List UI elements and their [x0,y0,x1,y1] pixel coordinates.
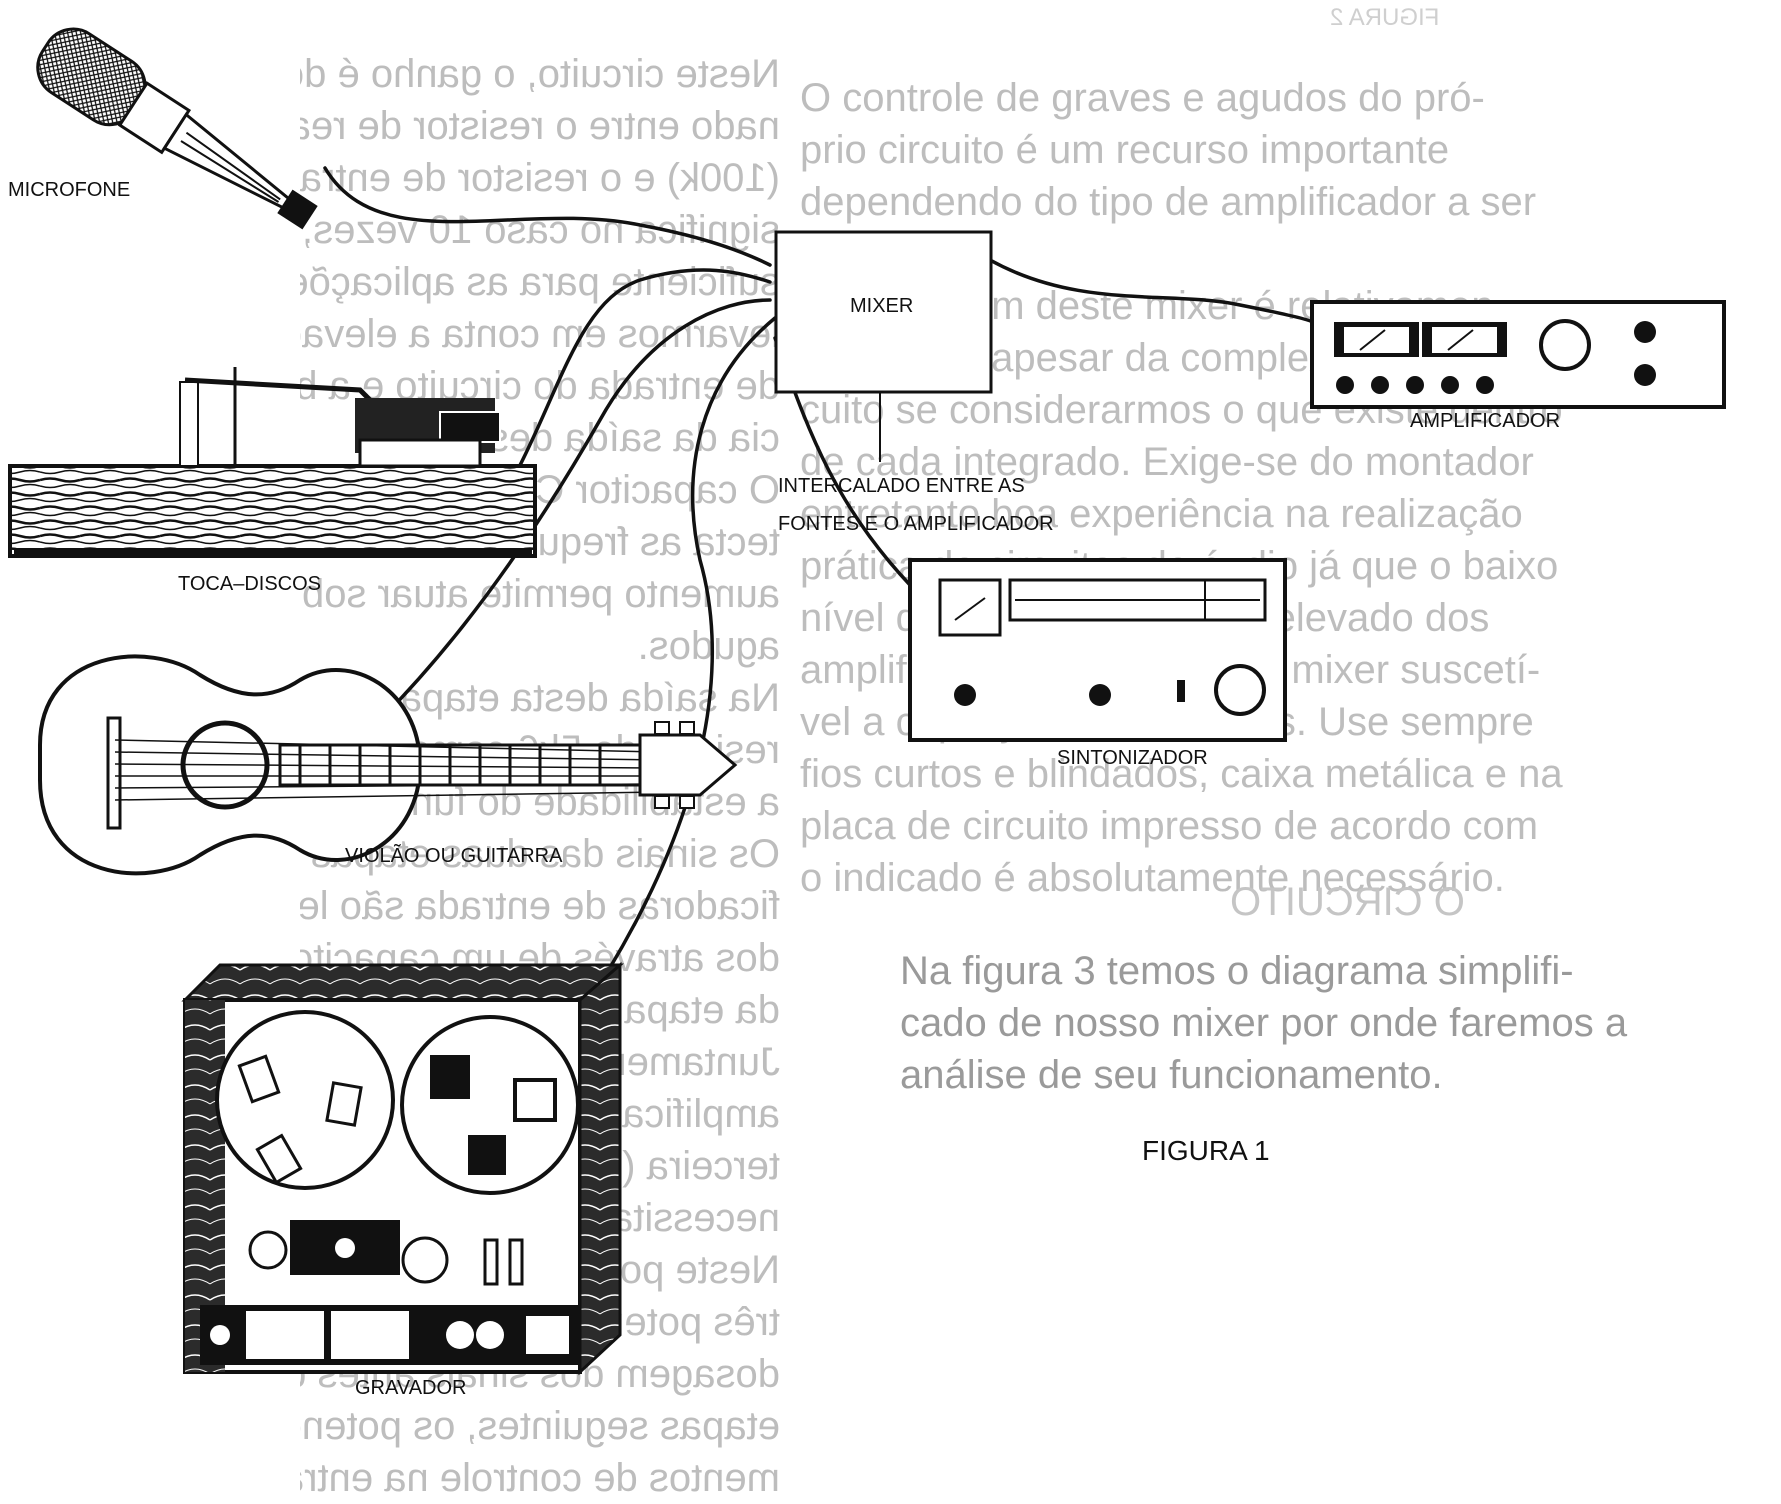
label-toca-discos: TOCA–DISCOS [178,573,321,595]
cable-microphone [323,166,772,267]
turntable-icon[interactable] [8,367,537,558]
label-sintonizador: SINTONIZADOR [1057,747,1208,769]
mixer-box[interactable]: MIXER [774,230,993,394]
mixer-note-line2: FONTES E O AMPLIFICADOR [778,513,1054,535]
cable-recorder [553,316,777,1052]
figure-title: FIGURA 1 [1142,1135,1270,1166]
label-gravador: GRAVADOR [355,1377,467,1398]
tuner-icon[interactable] [908,558,1287,742]
cable-amplifier [988,258,1314,324]
guitar-icon[interactable] [38,654,738,876]
diagram-canvas: MIXER [8,18,1726,1398]
reel-to-reel-recorder-icon[interactable] [181,961,624,1376]
cable-turntable [513,268,772,477]
mixer-label: MIXER [850,295,913,317]
ghost-line: etapas seguintes, os potenciômetros [300,1404,780,1448]
microphone-icon[interactable] [26,18,328,248]
ghost-line: mentos de controle na entrada do mixer [300,1456,780,1500]
label-amplificador: AMPLIFICADOR [1410,410,1560,432]
label-violao: VIOLÃO OU GUITARRA [345,843,563,867]
mixer-note-line1: INTERCALADO ENTRE AS [778,475,1025,497]
label-microfone: MICROFONE [8,179,130,201]
amplifier-icon[interactable] [1310,300,1726,409]
